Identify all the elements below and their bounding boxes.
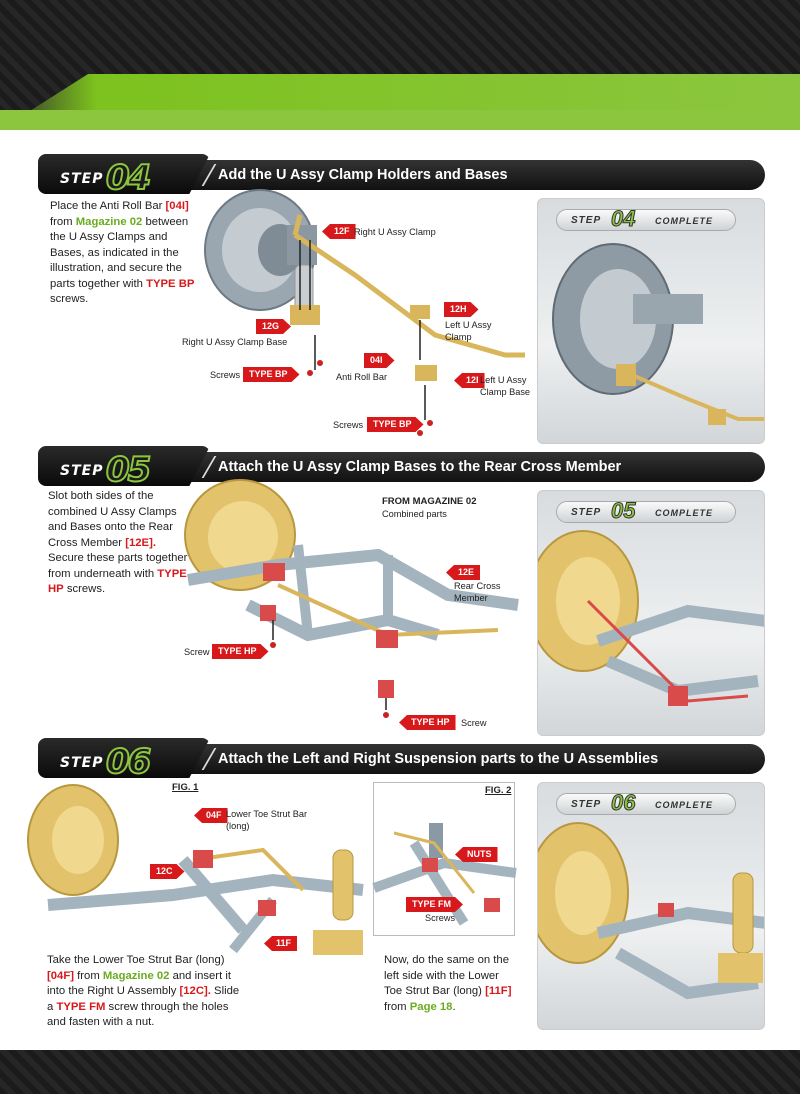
label-left-u-assy-clamp-base-2: Clamp Base	[480, 387, 531, 397]
label-rear-cross-1: Rear Cross	[454, 581, 501, 591]
step04-complete-photo: STEP 04 COMPLETE	[537, 198, 765, 444]
step04-header: STEP 04 Add the U Assy Clamp Holders and…	[38, 154, 765, 199]
label-screw-1: Screw	[184, 647, 210, 657]
label-lower-toe-strut-2: (long)	[226, 821, 250, 831]
label-screw-2: Screw	[461, 718, 487, 728]
step05-complete-banner: STEP 05 COMPLETE	[556, 498, 736, 524]
tag-type-hp-2: TYPE HP	[399, 715, 456, 730]
from-magazine-label: FROM MAGAZINE 02	[382, 496, 477, 507]
step05-header: STEP 05 Attach the U Assy Clamp Bases to…	[38, 446, 765, 491]
tag-04f: 04F	[194, 808, 228, 823]
step05-number: 05	[105, 449, 152, 491]
label-right-u-assy-clamp-base: Right U Assy Clamp Base	[182, 337, 288, 347]
tag-12e: 12E	[446, 565, 481, 580]
label-left-u-assy-clamp-1: Left U Assy	[445, 320, 492, 330]
label-screws-fig2: Screws	[425, 913, 456, 923]
step06-complete-photo: STEP 06 COMPLETE	[537, 782, 765, 1030]
step06-instructions-1: Take the Lower Toe Strut Bar (long) [04F…	[47, 954, 240, 1028]
tag-04i: 04I	[364, 353, 395, 368]
page-footer-band	[0, 1050, 800, 1094]
step04-instructions: Place the Anti Roll Bar [04I] from Magaz…	[50, 200, 195, 305]
page-header-band	[0, 0, 800, 130]
label-rear-cross-2: Member	[454, 593, 488, 603]
tag-12h: 12H	[444, 302, 479, 317]
label-screws-1: Screws	[210, 370, 241, 380]
step05-complete-photo: STEP 05 COMPLETE	[537, 490, 765, 736]
step05-word: STEP	[60, 463, 104, 479]
combined-parts-label: Combined parts	[382, 509, 447, 519]
tag-type-bp-1: TYPE BP	[243, 367, 300, 382]
step04-title: Add the U Assy Clamp Holders and Bases	[218, 167, 508, 183]
label-anti-roll-bar: Anti Roll Bar	[336, 372, 388, 382]
tag-12c: 12C	[150, 864, 185, 879]
step04-number: 04	[105, 157, 152, 199]
step06-title: Attach the Left and Right Suspension par…	[218, 751, 659, 767]
step04-word: STEP	[60, 171, 104, 187]
tag-12f: 12F	[322, 224, 356, 239]
tag-type-bp-2: TYPE BP	[367, 417, 424, 432]
label-screws-2: Screws	[333, 420, 364, 430]
step05-title: Attach the U Assy Clamp Bases to the Rea…	[218, 459, 622, 475]
tag-nuts: NUTS	[455, 847, 498, 862]
step06-word: STEP	[60, 755, 104, 771]
tag-12g: 12G	[256, 319, 291, 334]
step04-complete-banner: STEP 04 COMPLETE	[556, 206, 736, 232]
step05-illustration	[184, 479, 519, 718]
label-right-u-assy-clamp: Right U Assy Clamp	[354, 227, 436, 237]
step06-complete-banner: STEP 06 COMPLETE	[556, 790, 736, 816]
label-lower-toe-strut-1: Lower Toe Strut Bar	[226, 809, 308, 819]
step06-number: 06	[105, 741, 152, 783]
tag-type-fm: TYPE FM	[406, 897, 463, 912]
tag-type-hp-1: TYPE HP	[212, 644, 269, 659]
label-left-u-assy-clamp-base-1: Left U Assy	[480, 375, 527, 385]
step05-instructions: Slot both sides of the combined U Assy C…	[48, 490, 188, 595]
tag-11f: 11F	[264, 936, 298, 951]
fig1-label: FIG. 1	[172, 782, 199, 793]
tag-12i: 12I	[454, 373, 485, 388]
step06-header: STEP 06 Attach the Left and Right Suspen…	[38, 738, 765, 783]
step04-illustration	[204, 189, 525, 436]
fig2-label: FIG. 2	[485, 785, 512, 796]
step06-instructions-2: Now, do the same on the left side with t…	[384, 954, 512, 1013]
step06-fig1-illustration	[27, 784, 364, 955]
label-left-u-assy-clamp-2: Clamp	[445, 332, 472, 342]
